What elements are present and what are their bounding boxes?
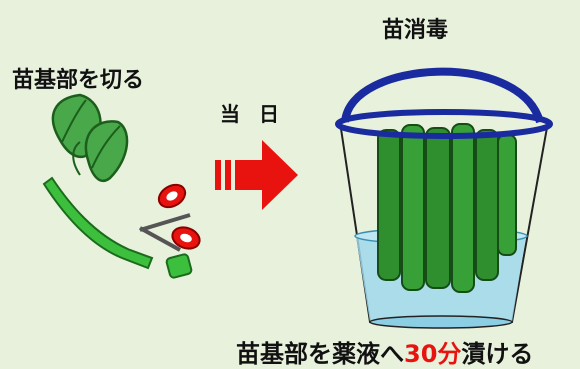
- scissors-icon: [139, 183, 201, 252]
- soak-prefix: 苗基部を薬液へ: [236, 340, 404, 368]
- seedling-cutting-illustration: [42, 93, 193, 279]
- step-disinfect-label: 苗消毒: [382, 18, 449, 43]
- arrow-right-icon: [215, 140, 298, 210]
- soak-suffix: 漬ける: [461, 340, 534, 368]
- soak-duration: 30分: [404, 340, 462, 368]
- timing-label: 当 日: [220, 102, 285, 126]
- step-soak-label: 苗基部を薬液へ30分漬ける: [236, 334, 533, 369]
- bucket-with-seedlings-illustration: [335, 67, 553, 329]
- step-cut-label: 苗基部を切る: [12, 68, 145, 93]
